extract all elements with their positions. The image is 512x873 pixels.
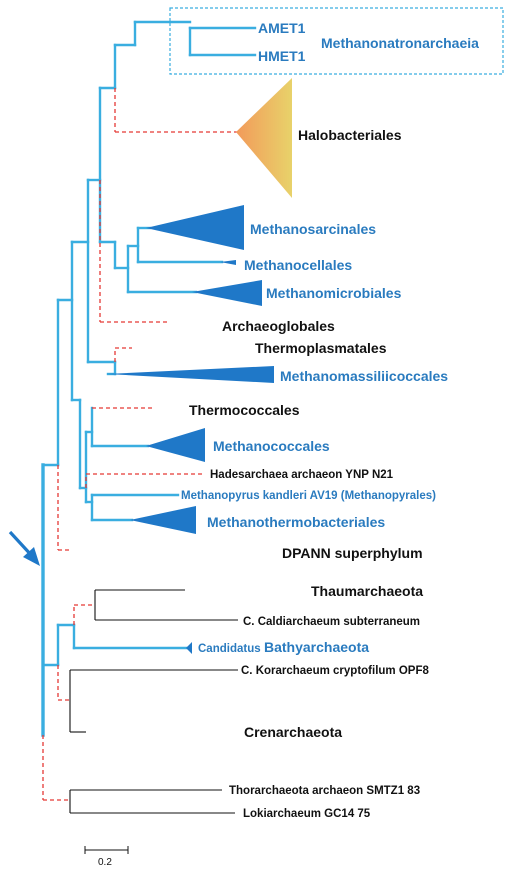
halobacteriales-clade xyxy=(236,78,292,198)
label-halobacteriales: Halobacteriales xyxy=(298,127,402,143)
label-thorarchaeota: Thorarchaeota archaeon SMTZ1 83 xyxy=(229,785,420,797)
methanomicrobiales-clade xyxy=(192,280,262,306)
label-methanomassiliicoccales: Methanomassiliicoccales xyxy=(280,368,448,384)
methanococcales-clade xyxy=(146,428,205,462)
branches-black xyxy=(69,589,238,814)
scale-bar-label: 0.2 xyxy=(98,857,112,868)
label-hmet1: HMET1 xyxy=(258,48,306,64)
label-methanococcales: Methanococcales xyxy=(213,438,330,454)
label-bathyarchaeota: Bathyarchaeota xyxy=(264,639,369,655)
arrow-icon xyxy=(8,530,40,566)
methanocellales-clade xyxy=(220,260,236,265)
methanosarcinales-clade xyxy=(146,205,244,250)
label-crenarchaeota: Crenarchaeota xyxy=(244,724,342,740)
bathyarchaeota-clade xyxy=(186,642,192,654)
branches-blue xyxy=(41,20,257,737)
branches-red-dashed xyxy=(42,88,238,801)
label-methanocellales: Methanocellales xyxy=(244,257,352,273)
label-methanosarcinales: Methanosarcinales xyxy=(250,221,376,237)
label-dpann: DPANN superphylum xyxy=(282,545,423,561)
label-amet1: AMET1 xyxy=(258,20,306,36)
methanothermobacteriales-clade xyxy=(130,506,196,534)
label-lokiarchaeum: Lokiarchaeum GC14 75 xyxy=(243,808,371,820)
label-archaeoglobales: Archaeoglobales xyxy=(222,318,335,334)
label-thermoplasmatales: Thermoplasmatales xyxy=(255,340,387,356)
label-methanothermobacteriales: Methanothermobacteriales xyxy=(207,514,385,530)
label-methanonatronarchaeia: Methanonatronarchaeia xyxy=(321,35,479,51)
label-hadesarchaea: Hadesarchaea archaeon YNP N21 xyxy=(210,469,394,481)
label-methanopyrus: Methanopyrus kandleri AV19 (Methanopyral… xyxy=(181,490,436,502)
label-methanomicrobiales: Methanomicrobiales xyxy=(266,285,402,301)
label-thaumarchaeota: Thaumarchaeota xyxy=(311,583,423,599)
label-korarchaeum: C. Korarchaeum cryptofilum OPF8 xyxy=(241,665,429,677)
scale-bar xyxy=(84,846,129,854)
label-candidatus: Candidatus xyxy=(198,643,261,655)
label-caldiarchaeum: C. Caldiarchaeum subterraneum xyxy=(243,616,420,628)
methanonatronarchaeia-box xyxy=(169,7,504,75)
methanomassiliicoccales-clade xyxy=(106,366,274,383)
label-thermococcales: Thermococcales xyxy=(189,402,300,418)
